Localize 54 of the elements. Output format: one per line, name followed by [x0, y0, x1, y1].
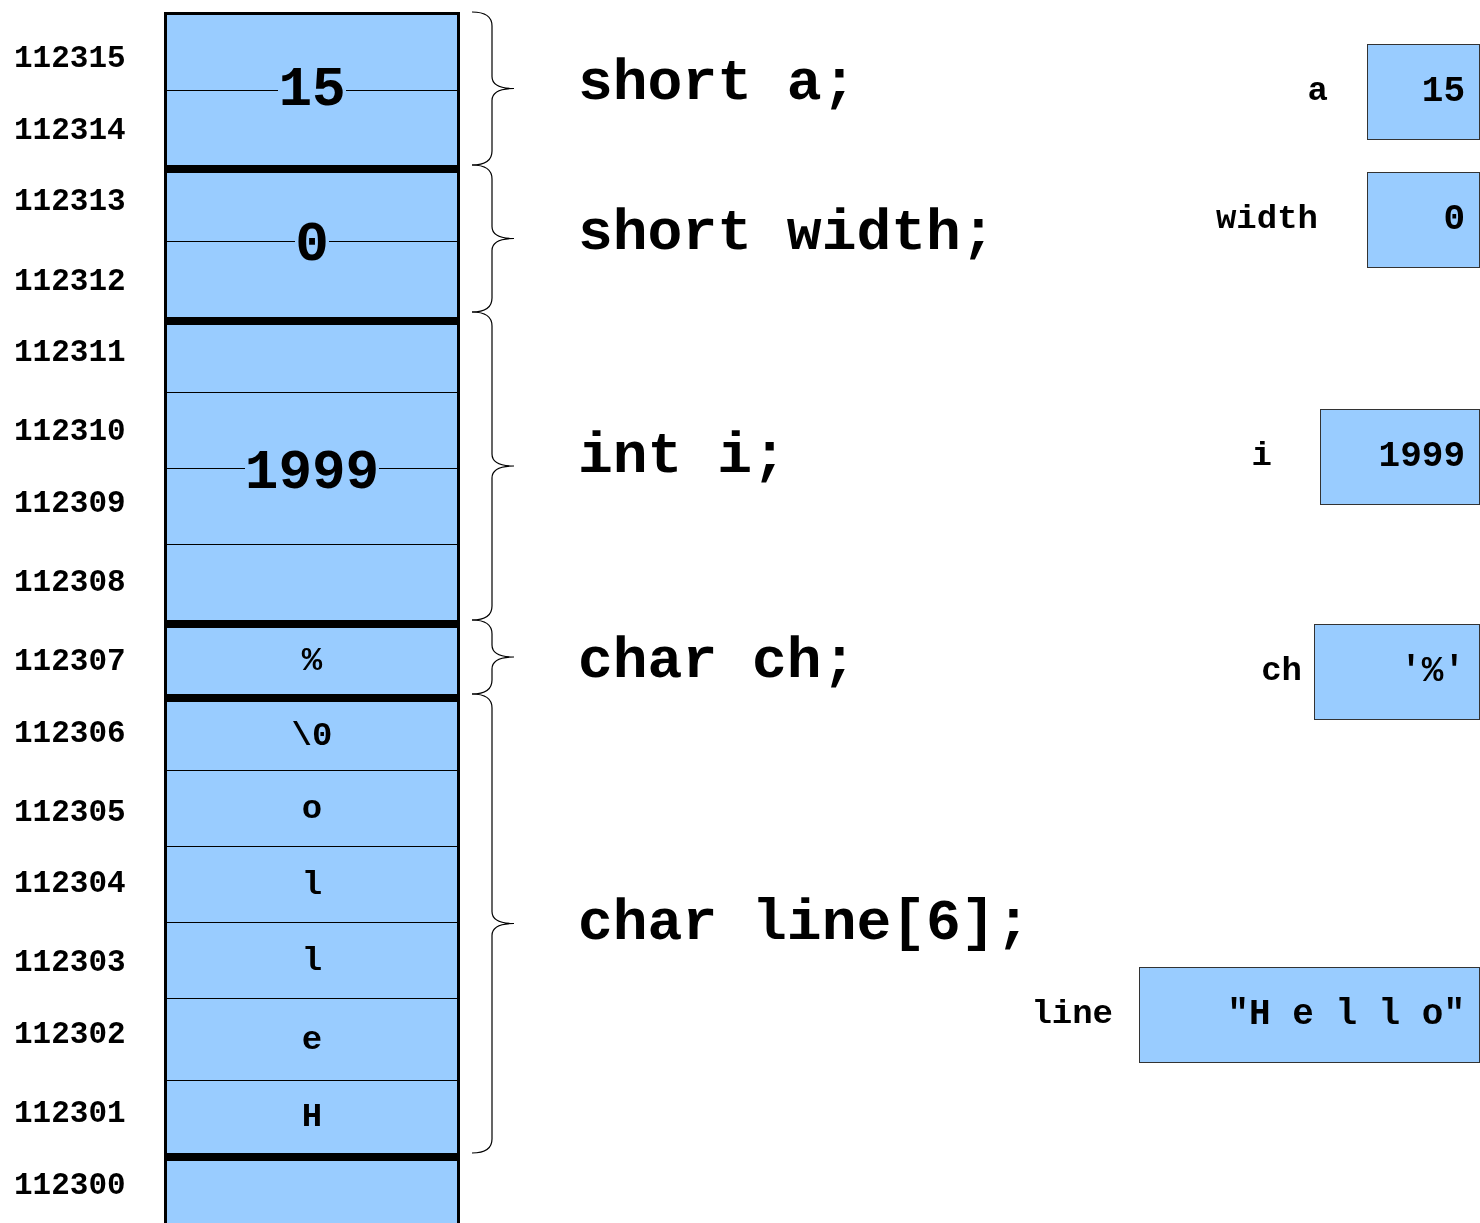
memory-cell — [164, 922, 460, 998]
address-label: 112301 — [14, 1096, 126, 1131]
value-text: \0 — [291, 719, 333, 753]
declaration-text: int i; — [578, 424, 787, 489]
variable-box — [1367, 172, 1480, 268]
address-label: 112310 — [14, 414, 126, 449]
memory-cell — [164, 620, 460, 694]
address-label: 112300 — [14, 1168, 126, 1203]
variable-name: i — [1251, 437, 1272, 475]
value-text: 1999 — [1378, 439, 1465, 475]
address-label: 112308 — [14, 565, 126, 600]
value-text: '%' — [1400, 654, 1465, 690]
memory-cell — [164, 1153, 460, 1223]
variable-box — [1320, 409, 1480, 505]
variable-box — [1367, 44, 1480, 140]
address-label: 112302 — [14, 1017, 126, 1052]
memory-cell — [164, 12, 460, 165]
variable-box — [1139, 967, 1480, 1063]
variable-name: ch — [1261, 652, 1302, 690]
memory-cell — [164, 317, 460, 620]
memory-cell — [164, 1080, 460, 1153]
memory-cell — [164, 846, 460, 922]
memory-cell — [164, 165, 460, 317]
address-label: 112309 — [14, 486, 126, 521]
variable-name: a — [1307, 72, 1328, 110]
declaration-text: char ch; — [578, 629, 857, 694]
address-label: 112307 — [14, 644, 126, 679]
declaration-text: char line[6]; — [578, 891, 1031, 956]
value-text: e — [301, 1022, 323, 1057]
value-text: o — [301, 791, 323, 826]
value-text: 0 — [1443, 202, 1465, 238]
address-label: 112313 — [14, 184, 126, 219]
variable-name: width — [1215, 200, 1318, 238]
address-label: 112306 — [14, 716, 126, 751]
value-text: H — [301, 1100, 323, 1134]
value-text: 15 — [1421, 74, 1465, 110]
address-label: 112315 — [14, 41, 126, 76]
declaration-text: short a; — [578, 51, 857, 116]
value-text: "H e l l o" — [1227, 997, 1465, 1033]
variable-name: line — [1031, 995, 1113, 1033]
address-label: 112314 — [14, 113, 126, 148]
address-label: 112311 — [14, 335, 126, 370]
address-label: 112312 — [14, 264, 126, 299]
value-text: l — [301, 943, 323, 978]
value-text: l — [301, 867, 323, 902]
address-label: 112303 — [14, 945, 126, 980]
value-text: % — [301, 644, 323, 678]
address-label: 112304 — [14, 866, 126, 901]
declaration-text: short width; — [578, 201, 996, 266]
variable-box — [1314, 624, 1480, 720]
memory-cell — [164, 998, 460, 1080]
address-label: 112305 — [14, 795, 126, 830]
memory-cell — [164, 770, 460, 846]
memory-cell — [164, 694, 460, 770]
